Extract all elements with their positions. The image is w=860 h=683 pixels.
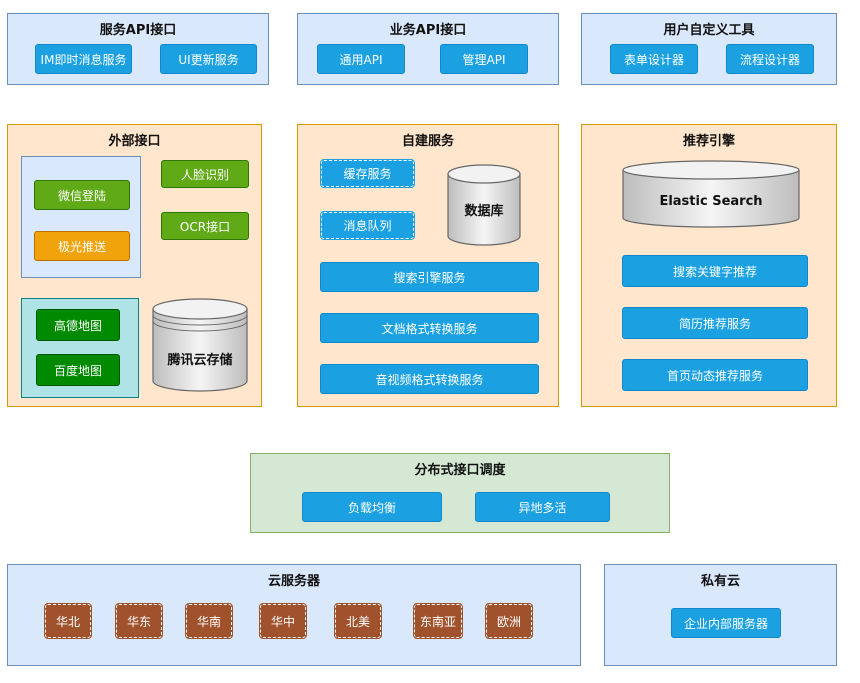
region-east-china[interactable]: 华东 <box>115 603 163 639</box>
region-south-china[interactable]: 华南 <box>185 603 233 639</box>
region-southeast-asia[interactable]: 东南亚 <box>413 603 463 639</box>
ui-update-button[interactable]: UI更新服务 <box>160 44 257 74</box>
messaging-group: 微信登陆 极光推送 <box>21 156 141 278</box>
tencent-storage-cylinder: 腾讯云存储 <box>151 297 249 393</box>
keyword-recommend-button[interactable]: 搜索关键字推荐 <box>622 255 808 287</box>
service-api-title: 服务API接口 <box>99 23 177 38</box>
general-api-button[interactable]: 通用API <box>317 44 405 74</box>
user-tools-title: 用户自定义工具 <box>663 23 755 38</box>
database-icon <box>152 298 248 392</box>
business-api-title: 业务API接口 <box>389 23 467 38</box>
admin-api-button[interactable]: 管理API <box>440 44 528 74</box>
resume-recommend-button[interactable]: 简历推荐服务 <box>622 307 808 339</box>
tencent-storage-label: 腾讯云存储 <box>167 353 233 368</box>
flow-designer-button[interactable]: 流程设计器 <box>726 44 814 74</box>
database-icon <box>622 160 800 228</box>
region-north-america[interactable]: 北美 <box>334 603 382 639</box>
region-europe[interactable]: 欧洲 <box>485 603 533 639</box>
region-central-china[interactable]: 华中 <box>259 603 307 639</box>
private-cloud-panel: 私有云 企业内部服务器 <box>604 564 837 666</box>
feed-recommend-button[interactable]: 首页动态推荐服务 <box>622 359 808 391</box>
load-balance-button[interactable]: 负载均衡 <box>302 492 442 522</box>
region-north-china[interactable]: 华北 <box>44 603 92 639</box>
user-tools-panel: 用户自定义工具 表单设计器 流程设计器 <box>581 13 837 85</box>
cache-service-button[interactable]: 缓存服务 <box>320 159 415 188</box>
map-group: 高德地图 百度地图 <box>21 298 139 398</box>
baidu-map-button[interactable]: 百度地图 <box>36 354 120 386</box>
form-designer-button[interactable]: 表单设计器 <box>610 44 698 74</box>
elastic-search-label: Elastic Search <box>659 194 763 209</box>
ocr-button[interactable]: OCR接口 <box>161 212 249 240</box>
multi-active-button[interactable]: 异地多活 <box>475 492 610 522</box>
database-icon <box>447 164 521 246</box>
cloud-panel: 云服务器 华北 华东 华南 华中 北美 东南亚 欧洲 <box>7 564 581 666</box>
wechat-login-button[interactable]: 微信登陆 <box>34 180 130 210</box>
external-panel: 外部接口 微信登陆 极光推送 人脸识别 OCR接口 高德地图 百度地图 腾讯云存… <box>7 124 262 407</box>
message-queue-button[interactable]: 消息队列 <box>320 211 415 240</box>
dispatch-title: 分布式接口调度 <box>414 463 506 478</box>
database-cylinder: 数据库 <box>446 163 522 247</box>
recommend-panel: 推荐引擎 Elastic Search 搜索关键字推荐 简历推荐服务 首页动态推… <box>581 124 837 407</box>
selfbuilt-panel: 自建服务 缓存服务 消息队列 数据库 搜索引擎服务 文档格式转换服务 音视频格式… <box>297 124 559 407</box>
enterprise-server-button[interactable]: 企业内部服务器 <box>671 608 781 638</box>
external-title: 外部接口 <box>108 134 161 149</box>
database-label: 数据库 <box>464 204 504 219</box>
doc-convert-button[interactable]: 文档格式转换服务 <box>320 313 539 343</box>
cloud-title: 云服务器 <box>267 574 320 589</box>
private-cloud-title: 私有云 <box>700 574 740 589</box>
selfbuilt-title: 自建服务 <box>401 134 454 149</box>
im-service-button[interactable]: IM即时消息服务 <box>35 44 132 74</box>
jpush-button[interactable]: 极光推送 <box>34 231 130 261</box>
amap-button[interactable]: 高德地图 <box>36 309 120 341</box>
search-engine-button[interactable]: 搜索引擎服务 <box>320 262 539 292</box>
elastic-search-cylinder: Elastic Search <box>621 159 801 229</box>
service-api-panel: 服务API接口 IM即时消息服务 UI更新服务 <box>7 13 269 85</box>
business-api-panel: 业务API接口 通用API 管理API <box>297 13 559 85</box>
av-convert-button[interactable]: 音视频格式转换服务 <box>320 364 539 394</box>
dispatch-panel: 分布式接口调度 负载均衡 异地多活 <box>250 453 670 533</box>
face-recognition-button[interactable]: 人脸识别 <box>161 160 249 188</box>
recommend-title: 推荐引擎 <box>682 134 735 149</box>
